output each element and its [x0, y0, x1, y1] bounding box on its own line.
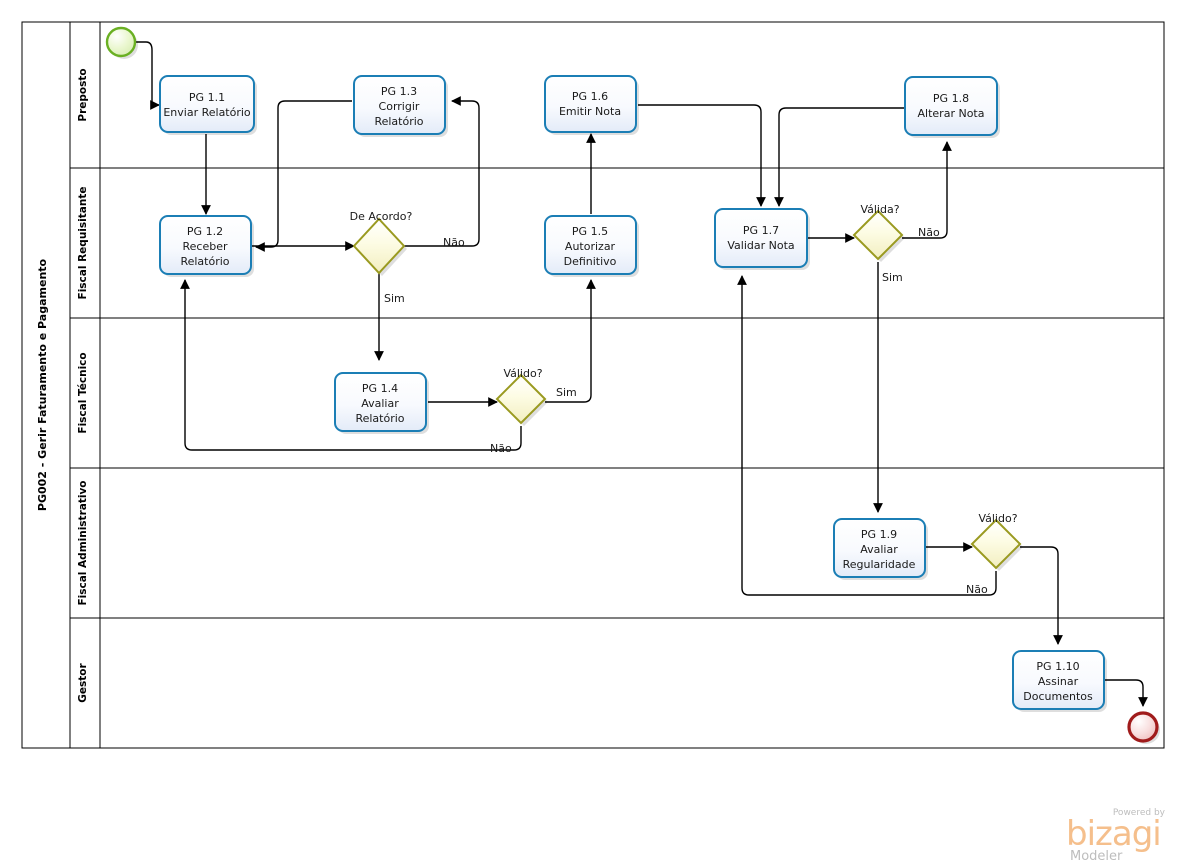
flow-label-valida-nota-sim: Sim [882, 271, 903, 284]
flow-pg1-6-to-pg1-7 [638, 104, 766, 207]
task-pg1-1-code: PG 1.1 [189, 91, 225, 104]
flow-label-valido-relatorio-nao: Não [490, 442, 512, 455]
watermark-powered-by: Powered by [1113, 808, 1166, 818]
gateway-valido-regularidade[interactable]: Válido? [970, 512, 1023, 571]
gateway-valido-regularidade-diamond[interactable] [970, 518, 1022, 570]
task-pg1-9-line1: Avaliar [860, 543, 898, 556]
start-event-circle[interactable] [105, 26, 137, 58]
flow-label-valido-regularidade-nao: Não [966, 583, 988, 596]
task-pg1-5-box[interactable] [544, 215, 637, 275]
flow-pg1-10-to-end [1104, 679, 1148, 707]
task-pg1-5[interactable]: PG 1.5 Autorizar Definitivo [544, 215, 639, 277]
task-pg1-2-box[interactable] [159, 215, 252, 275]
task-pg1-5-code: PG 1.5 [572, 225, 608, 238]
task-pg1-3-line2: Relatório [374, 115, 423, 128]
task-pg1-9-box[interactable] [833, 518, 926, 578]
flow-label-de-acordo-sim: Sim [384, 292, 405, 305]
task-pg1-7-code: PG 1.7 [743, 224, 779, 237]
task-pg1-1-box[interactable] [159, 75, 255, 133]
task-pg1-10-line1: Assinar [1038, 675, 1079, 688]
gateway-valido-relatorio-label: Válido? [503, 367, 542, 380]
task-pg1-6-code: PG 1.6 [572, 90, 608, 103]
lane-label-fiscal-tecnico: Fiscal Técnico [77, 352, 89, 433]
task-pg1-8[interactable]: PG 1.8 Alterar Nota [904, 76, 1000, 138]
task-pg1-9-line2: Regularidade [843, 558, 916, 571]
task-pg1-4-line1: Avaliar [361, 397, 399, 410]
pool-container: PG002 - Gerir Faturamento e Pagamento Pr… [21, 21, 1165, 749]
task-pg1-3[interactable]: PG 1.3 Corrigir Relatório [353, 75, 448, 137]
task-pg1-8-code: PG 1.8 [933, 92, 969, 105]
gateway-valida-nota-diamond[interactable] [852, 209, 904, 261]
task-pg1-3-code: PG 1.3 [381, 85, 417, 98]
bizagi-watermark: Powered by bizagi Modeler [1066, 808, 1166, 862]
task-pg1-10-line2: Documentos [1023, 690, 1093, 703]
gateway-de-acordo-diamond[interactable] [352, 217, 406, 275]
flow-gw-valido-regularidade-sim-to-pg1-10 [1020, 546, 1063, 645]
flow-gw-valido-relatorio-nao-to-pg1-2 [180, 279, 522, 451]
task-pg1-2-line2: Relatório [180, 255, 229, 268]
end-event-circle[interactable] [1127, 711, 1159, 743]
task-pg1-9[interactable]: PG 1.9 Avaliar Regularidade [833, 518, 928, 580]
gateway-de-acordo-label: De Acordo? [350, 210, 413, 223]
gateway-valido-relatorio-diamond[interactable] [495, 373, 547, 425]
sequence-flows [136, 41, 1148, 707]
task-pg1-2-code: PG 1.2 [187, 225, 223, 238]
flow-label-valida-nota-nao: Não [918, 226, 940, 239]
gateway-valida-nota-label: Válida? [860, 203, 899, 216]
task-pg1-5-line1: Autorizar [565, 240, 616, 253]
gateway-valida-nota[interactable]: Válida? [852, 203, 905, 262]
task-pg1-6-box[interactable] [544, 75, 637, 133]
task-pg1-4-box[interactable] [334, 372, 427, 432]
task-pg1-6-line1: Emitir Nota [559, 105, 621, 118]
flow-gw-valido-regularidade-nao-to-pg1-7 [737, 275, 997, 596]
gateway-valido-relatorio[interactable]: Válido? [495, 367, 548, 426]
gateway-de-acordo[interactable]: De Acordo? [350, 210, 413, 276]
task-pg1-2-line1: Receber [182, 240, 227, 253]
flow-gw-valida-nota-nao-to-pg1-8 [902, 141, 952, 239]
gateway-valido-regularidade-label: Válido? [978, 512, 1017, 525]
task-pg1-6[interactable]: PG 1.6 Emitir Nota [544, 75, 639, 135]
watermark-brand: bizagi [1066, 814, 1161, 854]
lane-label-fiscal-requisitante: Fiscal Requisitante [77, 187, 89, 300]
lane-label-preposto: Preposto [77, 68, 89, 121]
task-pg1-1[interactable]: PG 1.1 Enviar Relatório [159, 75, 257, 135]
task-pg1-7-box[interactable] [714, 208, 808, 268]
task-pg1-7[interactable]: PG 1.7 Validar Nota [714, 208, 810, 270]
task-pg1-3-box[interactable] [353, 75, 446, 135]
task-pg1-3-line1: Corrigir [379, 100, 420, 113]
watermark-product: Modeler [1070, 849, 1123, 862]
flow-pg1-3-to-pg1-2 [255, 100, 352, 252]
end-event[interactable] [1127, 711, 1160, 744]
task-pg1-1-line1: Enviar Relatório [163, 106, 251, 119]
flow-start-to-pg1-1 [136, 41, 160, 110]
lane-label-fiscal-administrativo: Fiscal Administrativo [77, 480, 89, 605]
task-pg1-2[interactable]: PG 1.2 Receber Relatório [159, 215, 254, 277]
task-pg1-4[interactable]: PG 1.4 Avaliar Relatório [334, 372, 429, 434]
pool-title: PG002 - Gerir Faturamento e Pagamento [36, 258, 49, 511]
flow-label-de-acordo-nao: Não [443, 236, 465, 249]
pool-outline [21, 21, 1165, 749]
flow-label-valido-relatorio-sim: Sim [556, 386, 577, 399]
lane-label-gestor: Gestor [77, 662, 89, 702]
task-pg1-4-code: PG 1.4 [362, 382, 398, 395]
task-pg1-10[interactable]: PG 1.10 Assinar Documentos [1012, 650, 1107, 712]
task-pg1-8-box[interactable] [904, 76, 998, 136]
task-pg1-7-line1: Validar Nota [727, 239, 794, 252]
flow-pg1-8-to-pg1-7 [774, 107, 905, 207]
task-pg1-4-line2: Relatório [355, 412, 404, 425]
flow-gw-valido-relatorio-sim-to-pg1-5 [545, 279, 596, 403]
task-pg1-5-line2: Definitivo [564, 255, 617, 268]
flow-gw-de-acordo-nao-to-pg1-3 [404, 96, 480, 247]
task-pg1-9-code: PG 1.9 [861, 528, 897, 541]
flow-labels: Não Sim Sim Não Não Sim Não [384, 226, 988, 596]
task-pg1-10-box[interactable] [1012, 650, 1105, 710]
task-pg1-8-line1: Alterar Nota [918, 107, 985, 120]
task-pg1-10-code: PG 1.10 [1036, 660, 1079, 673]
start-event[interactable] [105, 26, 138, 59]
